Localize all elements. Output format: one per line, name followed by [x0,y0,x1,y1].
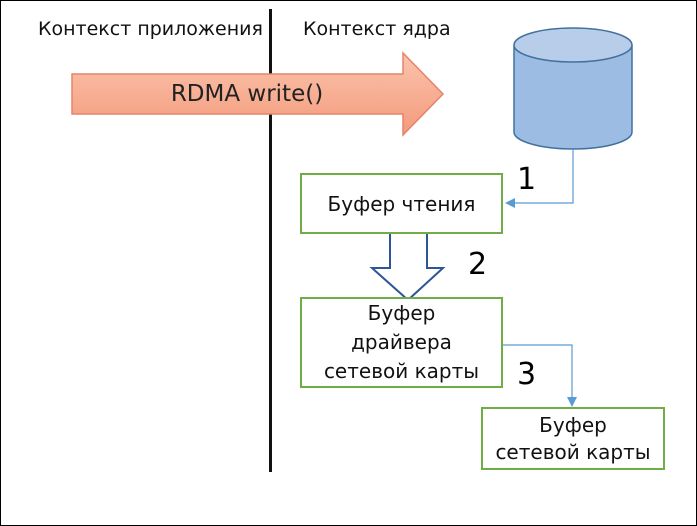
nic-buffer-line-2: сетевой карты [495,439,651,464]
context-divider [269,9,272,472]
read-buffer-label: Буфер чтения [327,191,476,216]
nic-buffer-line-1: Буфер [539,412,607,437]
app-context-label: Контекст приложения [38,18,263,40]
driver-buffer-line-1: Буфер [367,301,436,325]
driver-buffer-line-3: сетевой карты [323,359,480,383]
step-number-2: 2 [468,247,488,282]
block-arrow-2-icon [369,232,446,302]
driver-buffer-line-2: драйвера [351,330,452,354]
step-number-3: 3 [517,357,537,392]
connector-3 [502,344,577,407]
step-number-1: 1 [517,162,537,197]
driver-buffer-box: Буфер драйвера сетевой карты [300,297,503,388]
storage-cylinder-icon [513,27,633,150]
rdma-arrow-shape [71,51,445,137]
read-buffer-box: Буфер чтения [300,173,503,234]
nic-buffer-box: Буфер сетевой карты [481,407,665,470]
kernel-context-label: Контекст ядра [303,18,451,40]
rdma-write-label: RDMA write() [170,81,324,107]
connector-1 [505,149,574,208]
